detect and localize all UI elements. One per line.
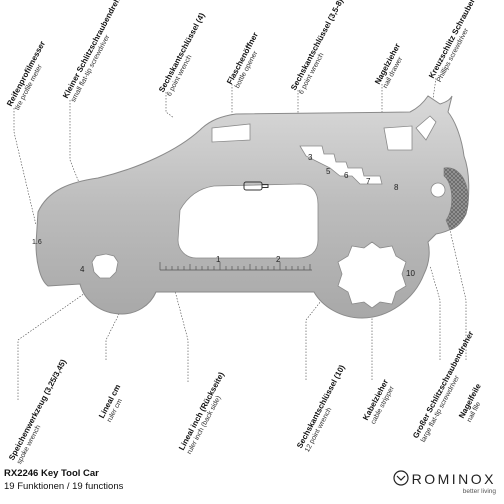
rominox-logo-icon	[393, 470, 409, 486]
rear-window-cutout	[211, 123, 251, 143]
marking-4: 4	[80, 265, 85, 274]
spoke-wrench-cutout	[91, 253, 119, 279]
tire-gauge-mark: 1.6	[32, 239, 42, 246]
nail-file-knurl	[443, 167, 469, 231]
twelve-point-wrench-cutout	[337, 241, 407, 309]
front-hole	[430, 182, 446, 198]
ruler-scale	[159, 262, 312, 271]
screwdriver-slot	[415, 115, 437, 141]
product-title: RX2246 Key Tool Car	[4, 468, 99, 479]
brand-name: ROMINOX	[411, 471, 496, 487]
door-cutout	[177, 183, 319, 259]
ruler-mark-1: 1	[216, 255, 221, 264]
marking-10: 10	[406, 269, 415, 278]
bottle-icon	[243, 181, 269, 191]
hex-wrench-cutout	[299, 145, 383, 185]
brand-tagline: better living	[462, 488, 496, 495]
brand-logo: ROMINOX better living	[393, 468, 496, 495]
key-tool-car	[35, 95, 470, 319]
marking-7: 7	[366, 177, 371, 186]
front-window-cutout	[383, 125, 413, 151]
marking-6: 6	[344, 171, 349, 180]
marking-8: 8	[394, 183, 399, 192]
ruler-mark-2: 2	[276, 255, 281, 264]
marking-3: 3	[308, 153, 313, 162]
product-subtitle: 19 Funktionen / 19 functions	[4, 481, 124, 492]
marking-5: 5	[326, 167, 331, 176]
